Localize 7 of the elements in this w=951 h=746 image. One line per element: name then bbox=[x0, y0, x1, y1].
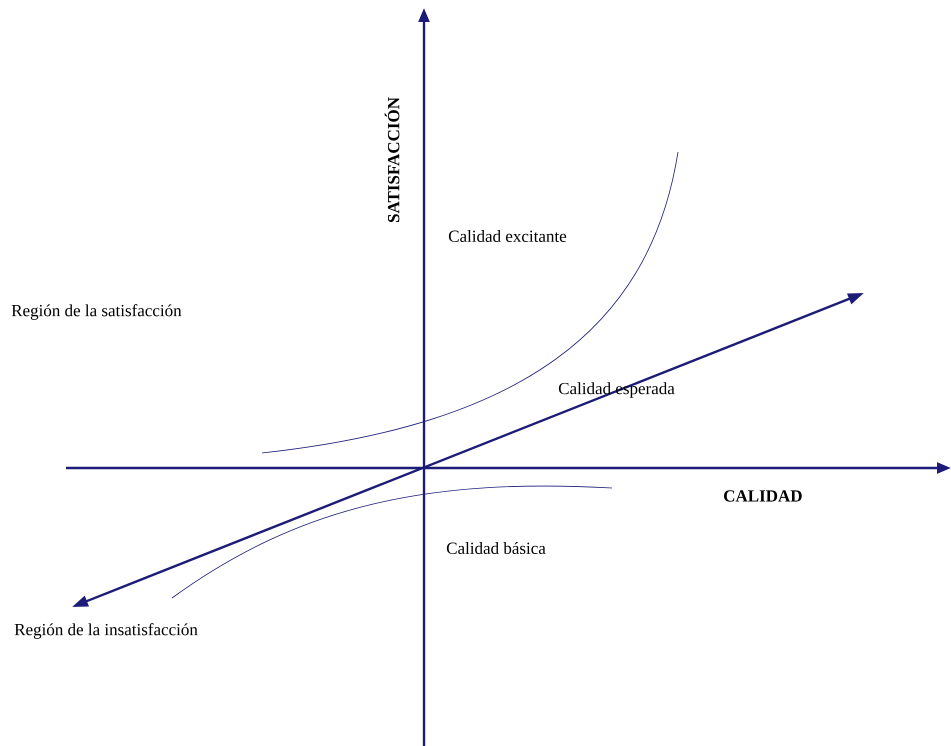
axis-label: SATISFACCIÓN bbox=[384, 97, 400, 222]
region-label: Calidad básica bbox=[446, 542, 546, 554]
region-label: Calidad excitante bbox=[448, 230, 566, 242]
region-label: Calidad esperada bbox=[558, 382, 675, 398]
axis-label: CALIDAD bbox=[724, 490, 802, 502]
region-label: Región de la satisfacción bbox=[12, 304, 182, 320]
region-label: Región de la insatisfacción bbox=[14, 623, 198, 639]
